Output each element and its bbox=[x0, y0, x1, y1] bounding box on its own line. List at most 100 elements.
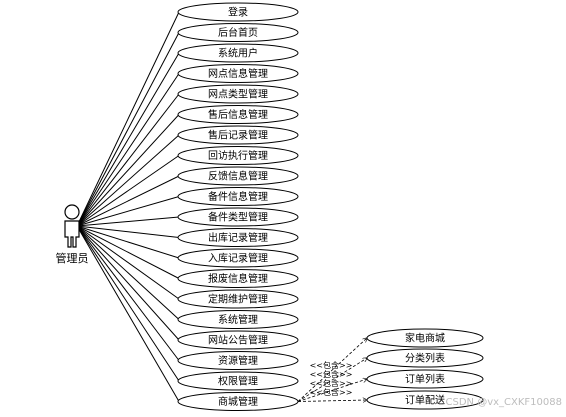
use-case-ellipse bbox=[177, 228, 299, 247]
use-case[interactable]: 登录 bbox=[177, 2, 299, 22]
included-use-case[interactable]: 订单列表 bbox=[366, 369, 484, 389]
association-line bbox=[76, 225, 180, 361]
use-case-label: 权限管理 bbox=[218, 375, 258, 388]
included-use-case-ellipse bbox=[366, 328, 484, 348]
include-arrow bbox=[297, 358, 367, 402]
association-line bbox=[76, 216, 180, 227]
use-case-ellipse bbox=[177, 84, 299, 104]
association-line bbox=[76, 73, 180, 227]
use-case-ellipse bbox=[177, 330, 299, 350]
use-case-label: 备件信息管理 bbox=[208, 190, 268, 203]
use-case[interactable]: 反馈信息管理 bbox=[177, 166, 299, 186]
association-line bbox=[76, 175, 180, 227]
included-use-case[interactable]: 分类列表 bbox=[366, 348, 484, 368]
use-case-ellipse bbox=[177, 269, 299, 288]
use-case[interactable]: 备件类型管理 bbox=[177, 207, 299, 227]
use-case[interactable]: 系统管理 bbox=[177, 310, 299, 329]
use-case[interactable]: 权限管理 bbox=[177, 371, 299, 391]
association-line bbox=[76, 225, 180, 320]
use-case-label: 网点信息管理 bbox=[208, 67, 268, 80]
actor-figure bbox=[64, 204, 80, 248]
use-case-label: 回访执行管理 bbox=[208, 149, 268, 162]
association-line bbox=[76, 114, 180, 227]
use-case-label: 售后信息管理 bbox=[208, 108, 268, 121]
use-case[interactable]: 商城管理 bbox=[177, 392, 299, 411]
use-case-ellipse bbox=[177, 2, 299, 22]
included-use-case-label: 订单列表 bbox=[405, 373, 445, 386]
use-case[interactable]: 报废信息管理 bbox=[177, 269, 299, 288]
use-case-ellipse bbox=[177, 371, 299, 391]
use-case-ellipse bbox=[177, 392, 299, 411]
use-case-ellipse bbox=[177, 64, 299, 83]
included-use-case[interactable]: 订单配送 bbox=[366, 390, 484, 410]
included-use-case-ellipse bbox=[366, 369, 484, 389]
use-case[interactable]: 系统用户 bbox=[177, 43, 299, 63]
use-case[interactable]: 网点类型管理 bbox=[177, 84, 299, 104]
use-case-label: 资源管理 bbox=[218, 354, 258, 367]
include-label: <<包含>> bbox=[310, 369, 353, 379]
use-case-ellipse bbox=[177, 125, 299, 145]
include-label: <<包含>> bbox=[310, 360, 353, 370]
use-case-ellipse bbox=[177, 310, 299, 329]
use-case-label: 入库记录管理 bbox=[208, 252, 268, 265]
use-case-label: 反馈信息管理 bbox=[208, 170, 268, 183]
included-use-case-label: 分类列表 bbox=[405, 352, 445, 365]
use-case-label: 商城管理 bbox=[218, 395, 258, 408]
included-use-case-label: 家电商城 bbox=[405, 332, 445, 345]
include-arrow bbox=[297, 338, 367, 402]
use-case[interactable]: 后台首页 bbox=[177, 23, 299, 42]
use-case-ellipse bbox=[177, 207, 299, 227]
use-case[interactable]: 备件信息管理 bbox=[177, 187, 299, 206]
association-line bbox=[76, 134, 180, 227]
use-case-ellipse bbox=[177, 351, 299, 370]
include-arrow bbox=[297, 400, 367, 402]
include-label: <<包含>> bbox=[310, 387, 353, 397]
use-case-label: 定期维护管理 bbox=[208, 293, 268, 306]
use-case-ellipse bbox=[177, 146, 299, 165]
association-line bbox=[76, 93, 180, 227]
use-case-ellipse bbox=[177, 248, 299, 268]
association-line bbox=[76, 225, 180, 279]
association-line bbox=[76, 32, 180, 227]
use-case[interactable]: 网站公告管理 bbox=[177, 330, 299, 350]
included-use-case-ellipse bbox=[366, 348, 484, 368]
use-case-label: 登录 bbox=[228, 6, 248, 19]
use-case-ellipse bbox=[177, 166, 299, 186]
association-line bbox=[76, 225, 180, 300]
association-line bbox=[76, 225, 180, 238]
association-line bbox=[76, 11, 180, 227]
actor-name: 管理员 bbox=[56, 251, 89, 265]
use-case[interactable]: 回访执行管理 bbox=[177, 146, 299, 165]
included-use-case-label: 订单配送 bbox=[405, 394, 445, 407]
association-line bbox=[76, 225, 180, 259]
include-label: <<包含>> bbox=[310, 378, 353, 388]
association-line bbox=[76, 225, 180, 341]
include-arrow bbox=[297, 379, 367, 402]
included-use-case[interactable]: 家电商城 bbox=[366, 328, 484, 348]
use-case-ellipse bbox=[177, 187, 299, 206]
watermark: CSDN @vx_CXKF10088 bbox=[446, 397, 562, 408]
use-case[interactable]: 定期维护管理 bbox=[177, 289, 299, 309]
association-line bbox=[76, 196, 180, 227]
use-case-label: 系统用户 bbox=[218, 47, 258, 60]
use-case-label: 后台首页 bbox=[218, 26, 258, 39]
use-case[interactable]: 售后信息管理 bbox=[177, 105, 299, 124]
use-case-label: 报废信息管理 bbox=[208, 272, 268, 285]
use-case[interactable]: 入库记录管理 bbox=[177, 248, 299, 268]
use-case-label: 网点类型管理 bbox=[208, 88, 268, 101]
use-case-label: 系统管理 bbox=[218, 313, 258, 326]
association-line bbox=[76, 225, 180, 402]
use-case[interactable]: 网点信息管理 bbox=[177, 64, 299, 83]
association-line bbox=[76, 52, 180, 227]
use-case-ellipse bbox=[177, 105, 299, 124]
included-use-case-ellipse bbox=[366, 390, 484, 410]
association-line bbox=[76, 225, 180, 382]
use-case[interactable]: 资源管理 bbox=[177, 351, 299, 370]
use-case[interactable]: 售后记录管理 bbox=[177, 125, 299, 145]
use-case-ellipse bbox=[177, 23, 299, 42]
use-case[interactable]: 出库记录管理 bbox=[177, 228, 299, 247]
use-case-label: 网站公告管理 bbox=[208, 334, 268, 347]
use-case-ellipse bbox=[177, 289, 299, 309]
